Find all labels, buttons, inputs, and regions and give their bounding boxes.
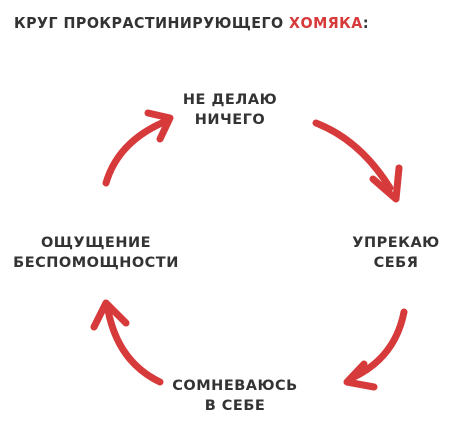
- node-top-line2: НИЧЕГО: [194, 112, 266, 128]
- arrow-right-to-bottom: [343, 308, 408, 391]
- node-bottom-line2: В СЕБЕ: [204, 398, 266, 414]
- arrow-bottom-left-shaft: [104, 306, 164, 386]
- arrow-left-top-shaft: [102, 118, 168, 187]
- cycle-node-blame-myself: УПРЕКАЮ СЕБЯ: [336, 233, 456, 273]
- node-right-line2: СЕБЯ: [373, 255, 419, 271]
- arrow-right-bottom-shaft: [348, 308, 408, 382]
- arrow-left-top-head: [144, 109, 174, 143]
- arrow-bottom-to-left: [90, 299, 164, 386]
- cycle-node-do-nothing: НЕ ДЕЛАЮ НИЧЕГО: [160, 90, 300, 130]
- cycle-node-helplessness: ОЩУЩЕНИЕ БЕСПОМОЩНОСТИ: [6, 233, 186, 273]
- arrow-bottom-left-head: [90, 299, 130, 331]
- diagram-title: КРУГ ПРОКРАСТИНИРУЮЩЕГО ХОМЯКА:: [14, 14, 369, 32]
- node-right-line1: УПРЕКАЮ: [352, 235, 440, 251]
- node-top-line1: НЕ ДЕЛАЮ: [182, 92, 278, 108]
- cycle-node-doubt-myself: СОМНЕВАЮСЬ В СЕБЕ: [170, 376, 300, 416]
- node-bottom-line1: СОМНЕВАЮСЬ: [172, 378, 298, 394]
- node-left-line2: БЕСПОМОЩНОСТИ: [13, 255, 179, 271]
- arrow-left-to-top: [102, 109, 174, 187]
- node-left-line1: ОЩУЩЕНИЕ: [40, 235, 152, 251]
- arrow-top-to-right: [312, 119, 403, 203]
- title-text: КРУГ ПРОКРАСТИНИРУЮЩЕГО: [14, 14, 290, 32]
- title-highlight: ХОМЯКА: [289, 14, 363, 32]
- arrow-right-bottom-head: [343, 360, 378, 391]
- title-suffix: :: [362, 14, 369, 32]
- arrow-top-right-shaft: [312, 119, 394, 192]
- arrow-top-right-head: [369, 164, 403, 203]
